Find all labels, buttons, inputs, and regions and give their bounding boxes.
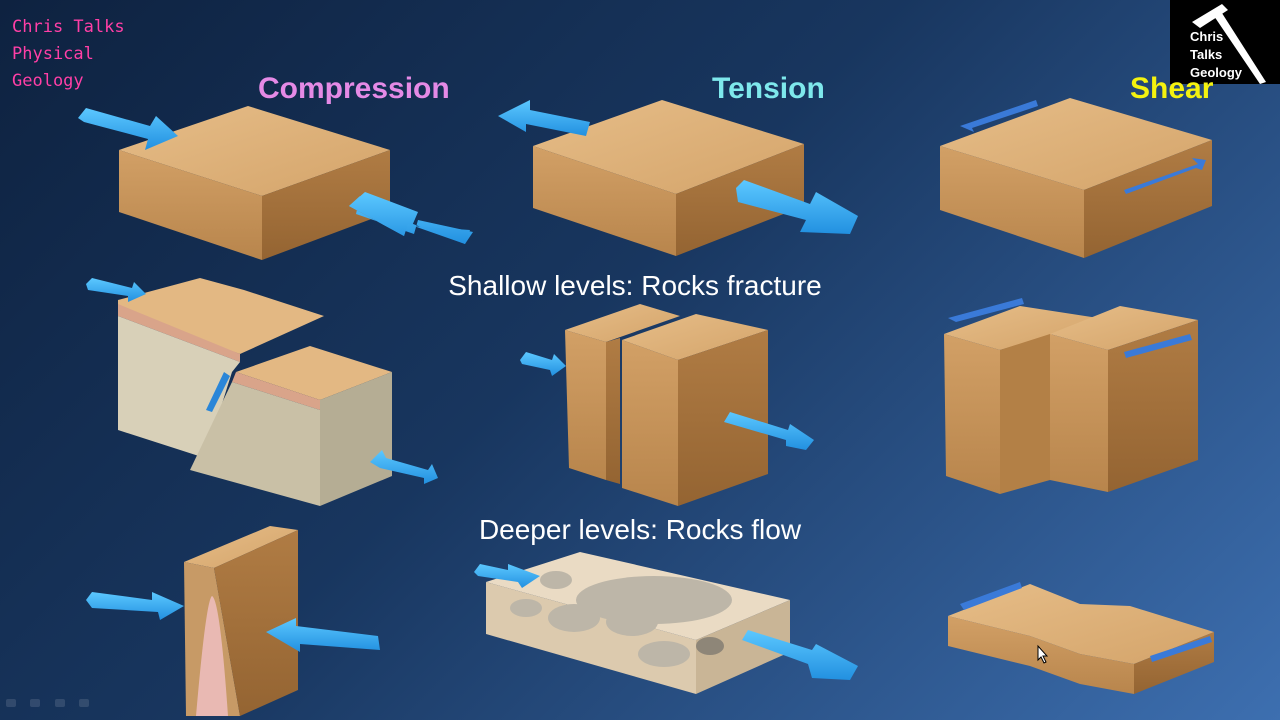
logo-line: Geology: [1190, 65, 1243, 80]
thrust-arrow-left: [86, 278, 146, 302]
fold-arrow-right: [266, 618, 380, 652]
stretch-arrow-left: [474, 564, 540, 588]
thrust-fault-block: [118, 278, 392, 506]
watermark-line: Physical: [12, 44, 94, 64]
slide-controls[interactable]: [6, 694, 99, 712]
strike-slip-arrow-bottom: [1124, 334, 1192, 358]
slides-icon[interactable]: [54, 699, 65, 707]
compression-arrow-right: [349, 192, 473, 244]
logo-line: Chris: [1190, 29, 1224, 44]
pen-icon[interactable]: [30, 699, 41, 707]
shear-arrow-top: [960, 100, 1038, 132]
watermark-line: Chris Talks: [12, 17, 125, 37]
tension-arrow-right: [736, 180, 858, 234]
shear-title: Shear: [1130, 72, 1214, 105]
tension-title: Tension: [712, 72, 825, 105]
previous-slide-icon[interactable]: [6, 699, 16, 707]
rock-hammer-icon: [1192, 4, 1266, 84]
ductile-shear-arrow-bottom: [1150, 636, 1212, 662]
fractured-block: [565, 304, 768, 506]
watermark-line: Geology: [12, 71, 84, 91]
stretch-arrow-right: [742, 630, 858, 680]
strike-slip-arrow-top: [948, 298, 1024, 322]
shallow-levels-label: Shallow levels: Rocks fracture: [448, 270, 822, 301]
more-icon[interactable]: [79, 699, 90, 707]
fracture-arrow-right: [724, 412, 814, 450]
fracture-arrow-left: [520, 352, 566, 376]
mouse-cursor-icon: [1037, 644, 1049, 664]
channel-logo: Chris Talks Geology: [1170, 0, 1280, 84]
compression-arrow-left: [78, 108, 178, 150]
strike-slip-block: [944, 306, 1198, 494]
compression-title: Compression: [258, 72, 450, 105]
tension-arrow-left: [498, 100, 590, 136]
shear-arrow-bottom: [1124, 158, 1206, 194]
deeper-levels-label: Deeper levels: Rocks flow: [478, 514, 802, 545]
folded-block: [184, 526, 298, 716]
ductile-stretch-block: [486, 552, 790, 694]
thrust-arrow-right: [370, 450, 438, 484]
logo-line: Talks: [1190, 47, 1223, 62]
channel-watermark: Chris Talks Physical Geology: [12, 14, 125, 95]
fold-arrow-left: [86, 592, 184, 620]
ductile-shear-arrow-top: [960, 582, 1022, 610]
compression-block: [119, 106, 390, 260]
shear-block: [940, 98, 1212, 258]
